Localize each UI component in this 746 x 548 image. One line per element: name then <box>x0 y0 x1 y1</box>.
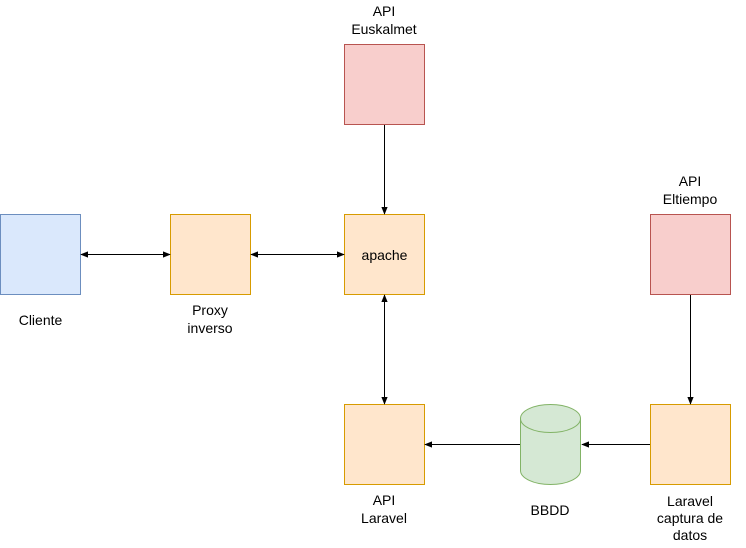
apache-node: apache <box>344 214 425 295</box>
laravel-captura-label: Laravel captura de datos <box>638 493 742 544</box>
proxy-label-line-1: Proxy <box>192 302 228 318</box>
laravel-captura-label-line-1: Laravel <box>667 493 713 509</box>
api-euskalmet-box <box>344 44 425 125</box>
api-laravel-box <box>344 404 425 485</box>
api-euskalmet-label-line-2: Euskalmet <box>351 21 417 37</box>
cliente-box <box>0 214 81 295</box>
api-laravel-label-line-2: Laravel <box>361 510 407 526</box>
api-laravel-label-line-1: API <box>372 492 396 508</box>
bbdd-cylinder <box>520 404 581 485</box>
laravel-captura-label-line-3: datos <box>672 527 708 543</box>
api-euskalmet-label: API Euskalmet <box>334 2 434 38</box>
bbdd-label: BBDD <box>530 502 570 518</box>
api-eltiempo-label-line-1: API <box>678 173 702 189</box>
api-eltiempo-label-line-2: Eltiempo <box>662 191 718 207</box>
api-laravel-label: API Laravel <box>334 491 434 527</box>
api-eltiempo-box <box>650 214 731 295</box>
laravel-captura-box <box>650 404 731 485</box>
laravel-captura-label-line-2: captura de <box>656 510 724 526</box>
proxy-label-line-2: inverso <box>187 320 233 336</box>
proxy-box <box>170 214 251 295</box>
api-eltiempo-label: API Eltiempo <box>640 172 740 208</box>
api-euskalmet-label-line-1: API <box>372 3 396 19</box>
apache-label: apache <box>361 246 408 263</box>
cliente-label: Cliente <box>18 312 63 328</box>
proxy-label: Proxy inverso <box>160 301 260 337</box>
